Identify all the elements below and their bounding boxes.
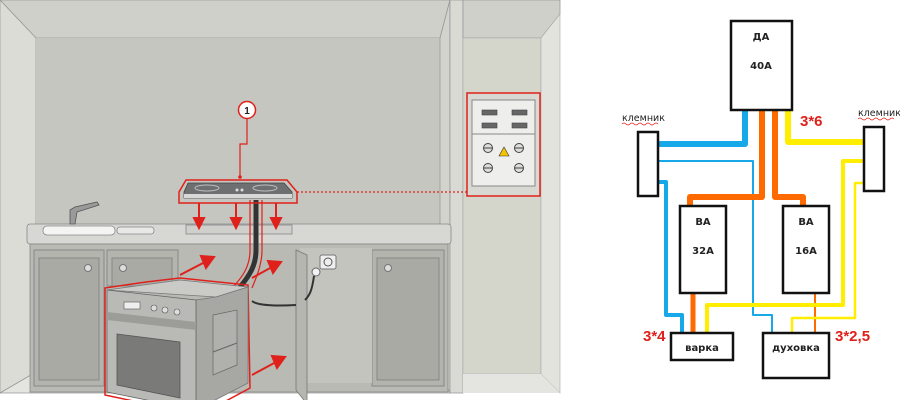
warning-icon — [498, 146, 510, 157]
hob-highlight — [178, 179, 298, 204]
faucet-icon — [69, 201, 100, 225]
oven-knobs — [150, 304, 181, 316]
cable-oven-size: 3*2,5 — [835, 328, 870, 345]
breaker-16a-box — [781, 204, 831, 295]
breaker-16a-type: ВА — [798, 217, 814, 228]
kitchen-illustration: 1 — [0, 0, 561, 400]
open-cabinet-door — [295, 249, 308, 400]
oven-load-box — [761, 331, 831, 380]
callout-marker — [237, 100, 257, 120]
ground-wire-oven — [790, 181, 863, 332]
breaker-switches — [481, 109, 528, 129]
cable-main-size: 3*6 — [800, 113, 823, 130]
hob-cutout — [185, 224, 293, 235]
ceiling — [0, 0, 451, 39]
phase-wire-16a — [772, 110, 806, 205]
sink — [42, 225, 116, 236]
cable-hob-size: 3*4 — [643, 328, 666, 345]
terminal-block-right — [862, 125, 886, 193]
hob-cable — [238, 200, 259, 289]
socket-icon — [319, 254, 337, 270]
neutral-wire-main — [658, 110, 748, 147]
breaker-16a-rating: 16А — [795, 246, 817, 257]
callout-number: 1 — [244, 106, 250, 117]
cabinet-knob-icon — [84, 264, 92, 272]
oven-door-window — [116, 333, 181, 399]
ground-wire-main — [785, 110, 863, 145]
terminal-right-label: клемник — [858, 108, 900, 119]
wiring-diagram: ДА 40А ВА 32А ВА 16А клемник клемник вар… — [621, 19, 900, 380]
breaker-32a-rating: 32А — [692, 246, 714, 257]
hob-install-arrows — [192, 203, 283, 231]
oven-highlight — [104, 277, 251, 400]
main-breaker-type: ДА — [753, 32, 770, 43]
main-breaker-box — [729, 19, 794, 112]
main-breaker-rating: 40А — [750, 61, 772, 72]
oven-install-arrows — [179, 254, 287, 376]
oven-load-label: духовка — [772, 343, 820, 354]
hob-load-label: варка — [685, 343, 719, 354]
terminal-block-left — [636, 130, 660, 198]
neutral-wire-hob — [658, 180, 684, 332]
hob-load-box — [669, 331, 735, 362]
terminal-left-label: клемник — [622, 113, 665, 124]
wall-pillar — [449, 0, 464, 394]
plug-icon — [311, 267, 321, 277]
breaker-32a-type: ВА — [695, 217, 711, 228]
phase-wire-32a — [687, 110, 765, 205]
oven-display — [123, 301, 141, 310]
ground-wire-hob — [705, 159, 863, 332]
neutral-wire-oven — [658, 160, 773, 332]
breaker-32a-box — [678, 204, 728, 295]
